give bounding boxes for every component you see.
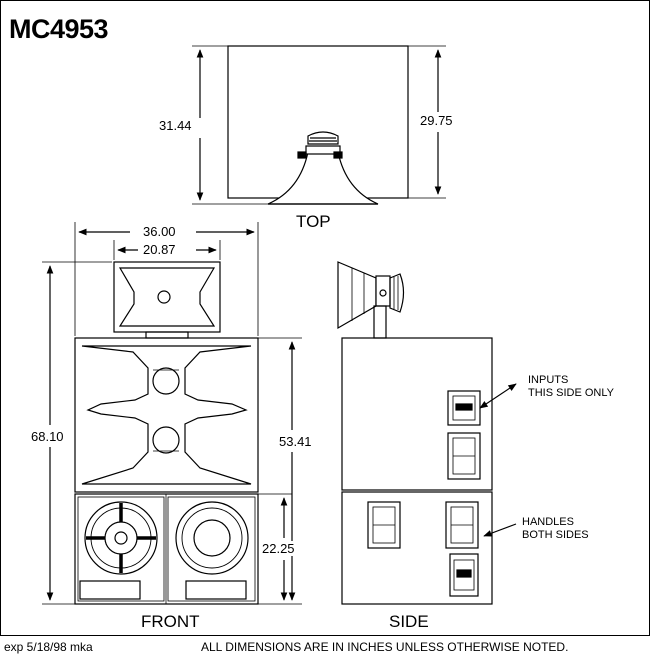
top-bracket-right xyxy=(333,151,343,159)
front-hf-throat xyxy=(157,290,171,304)
dim-front-height-bass: 22.25 xyxy=(262,541,295,556)
handles-callout-line1: HANDLES xyxy=(522,516,574,528)
side-hf-horn xyxy=(337,261,377,330)
handles-callout-line2: BOTH SIDES xyxy=(522,529,589,541)
side-hf-driver xyxy=(375,275,391,307)
model-title: MC4953 xyxy=(9,14,109,44)
dim-top-depth-outer: 31.44 xyxy=(159,118,192,133)
side-mid-cabinet xyxy=(341,337,493,491)
side-hf-driver-cap xyxy=(389,273,405,313)
view-label-front: FRONT xyxy=(141,612,200,631)
dim-front-width-horn: 20.87 xyxy=(143,242,176,257)
front-port-left xyxy=(79,580,141,600)
side-handle-lower-right xyxy=(445,501,479,549)
front-hf-horn-flare xyxy=(118,267,216,327)
top-horn-flare xyxy=(267,151,379,205)
top-view xyxy=(192,45,446,205)
front-mid-driver-upper xyxy=(152,367,180,395)
view-label-top: TOP xyxy=(296,212,331,231)
drawing-frame xyxy=(0,0,650,636)
side-bass-cabinet xyxy=(341,491,493,605)
front-hf-horn-box xyxy=(113,261,221,333)
side-view xyxy=(337,261,517,605)
side-handle-upper xyxy=(447,432,481,480)
front-woofer-left-grille xyxy=(84,501,158,575)
dim-front-width-overall: 36.00 xyxy=(143,224,176,239)
view-label-side: SIDE xyxy=(389,612,429,631)
dim-front-height-overall: 68.10 xyxy=(31,429,64,444)
inputs-callout-line2: THIS SIDE ONLY xyxy=(528,387,614,399)
footer-credit: exp 5/18/98 mka xyxy=(4,640,93,654)
front-hf-mount xyxy=(145,331,189,339)
front-view xyxy=(42,222,302,605)
dim-top-depth-cabinet: 29.75 xyxy=(420,113,453,128)
front-bass-cabinet xyxy=(74,493,259,605)
inputs-callout-line1: INPUTS xyxy=(528,374,569,386)
side-bass-input-panel xyxy=(449,553,479,597)
top-bracket-left xyxy=(297,151,307,159)
front-mid-cabinet xyxy=(74,337,259,493)
front-woofer-right xyxy=(175,501,249,575)
side-handle-lower-left xyxy=(367,501,401,549)
front-port-right xyxy=(185,580,247,600)
footer-note: ALL DIMENSIONS ARE IN INCHES UNLESS OTHE… xyxy=(201,640,569,654)
inputs-leader xyxy=(479,383,517,409)
handles-leader xyxy=(483,523,517,537)
dim-front-height-mid: 53.41 xyxy=(279,434,312,449)
front-mid-horn-flare xyxy=(81,345,252,485)
front-mid-driver-lower xyxy=(152,426,180,454)
side-hf-stand xyxy=(373,305,387,339)
top-driver-mount xyxy=(305,145,341,155)
